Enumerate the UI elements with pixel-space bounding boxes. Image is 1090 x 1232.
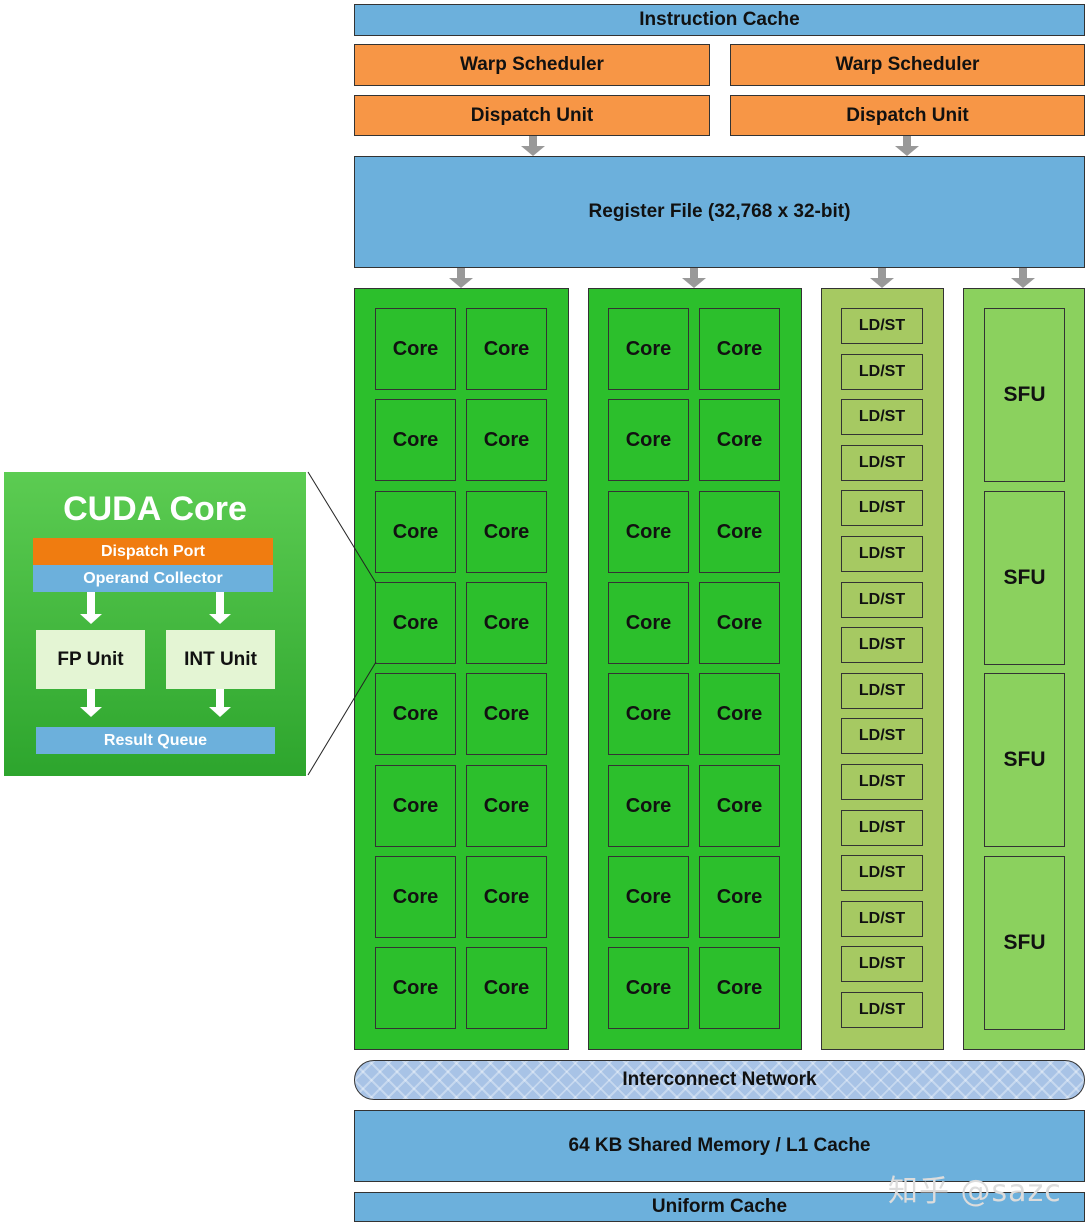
- dispatch-port: Dispatch Port: [33, 538, 273, 565]
- down-arrow-icon: [682, 278, 706, 288]
- watermark: 知乎 @sazc: [888, 1174, 1062, 1209]
- core-unit: Core: [375, 308, 456, 390]
- ldst-unit: LD/ST: [841, 627, 923, 663]
- ldst-unit: LD/ST: [841, 582, 923, 618]
- core-unit: Core: [466, 673, 547, 755]
- ldst-unit: LD/ST: [841, 536, 923, 572]
- core-unit: Core: [608, 491, 689, 573]
- core-unit: Core: [699, 673, 780, 755]
- ldst-unit: LD/ST: [841, 946, 923, 982]
- operand-collector: Operand Collector: [33, 565, 273, 592]
- arrow-stem: [690, 268, 698, 278]
- ldst-unit: LD/ST: [841, 992, 923, 1028]
- fp-unit: FP Unit: [36, 630, 145, 689]
- sfu-unit: SFU: [984, 856, 1065, 1030]
- core-unit: Core: [375, 765, 456, 847]
- ldst-unit: LD/ST: [841, 764, 923, 800]
- arrow-stem: [87, 689, 95, 707]
- core-unit: Core: [466, 856, 547, 938]
- arrow-stem: [216, 592, 224, 614]
- core-unit: Core: [699, 856, 780, 938]
- core-unit: Core: [608, 856, 689, 938]
- warp-scheduler-right: Warp Scheduler: [730, 44, 1085, 86]
- arrow-stem: [457, 268, 465, 278]
- core-unit: Core: [608, 582, 689, 664]
- ldst-unit: LD/ST: [841, 673, 923, 709]
- sfu-unit: SFU: [984, 673, 1065, 847]
- core-unit: Core: [375, 582, 456, 664]
- ldst-unit: LD/ST: [841, 308, 923, 344]
- core-unit: Core: [466, 491, 547, 573]
- ldst-unit: LD/ST: [841, 354, 923, 390]
- instruction-cache: Instruction Cache: [354, 4, 1085, 36]
- down-arrow-icon: [1011, 278, 1035, 288]
- arrow-stem: [903, 136, 911, 146]
- interconnect-network: Interconnect Network: [354, 1060, 1085, 1100]
- core-unit: Core: [375, 673, 456, 755]
- ldst-unit: LD/ST: [841, 901, 923, 937]
- down-arrow-icon: [895, 146, 919, 156]
- core-unit: Core: [466, 947, 547, 1029]
- core-unit: Core: [466, 765, 547, 847]
- down-arrow-icon: [80, 614, 102, 624]
- core-unit: Core: [608, 308, 689, 390]
- down-arrow-icon: [209, 614, 231, 624]
- down-arrow-icon: [449, 278, 473, 288]
- down-arrow-icon: [870, 278, 894, 288]
- dispatch-unit-left: Dispatch Unit: [354, 95, 710, 136]
- core-unit: Core: [466, 399, 547, 481]
- core-unit: Core: [375, 856, 456, 938]
- core-unit: Core: [699, 765, 780, 847]
- warp-scheduler-left: Warp Scheduler: [354, 44, 710, 86]
- core-unit: Core: [375, 947, 456, 1029]
- core-unit: Core: [608, 399, 689, 481]
- uniform-cache: Uniform Cache: [354, 1192, 1085, 1222]
- arrow-stem: [216, 689, 224, 707]
- core-unit: Core: [699, 399, 780, 481]
- ldst-unit: LD/ST: [841, 445, 923, 481]
- core-unit: Core: [608, 673, 689, 755]
- down-arrow-icon: [209, 707, 231, 717]
- ldst-unit: LD/ST: [841, 855, 923, 891]
- dispatch-unit-right: Dispatch Unit: [730, 95, 1085, 136]
- core-unit: Core: [608, 947, 689, 1029]
- arrow-stem: [1019, 268, 1027, 278]
- shared-memory-l1-cache: 64 KB Shared Memory / L1 Cache: [354, 1110, 1085, 1182]
- core-unit: Core: [466, 308, 547, 390]
- core-unit: Core: [466, 582, 547, 664]
- register-file: Register File (32,768 x 32-bit): [354, 156, 1085, 268]
- ldst-unit: LD/ST: [841, 810, 923, 846]
- cuda-core-panel: [4, 472, 306, 776]
- arrow-stem: [878, 268, 886, 278]
- core-unit: Core: [375, 399, 456, 481]
- sfu-unit: SFU: [984, 308, 1065, 482]
- ldst-unit: LD/ST: [841, 718, 923, 754]
- int-unit: INT Unit: [166, 630, 275, 689]
- arrow-stem: [87, 592, 95, 614]
- core-unit: Core: [699, 582, 780, 664]
- down-arrow-icon: [80, 707, 102, 717]
- core-unit: Core: [608, 765, 689, 847]
- down-arrow-icon: [521, 146, 545, 156]
- core-unit: Core: [699, 947, 780, 1029]
- core-unit: Core: [699, 308, 780, 390]
- core-unit: Core: [699, 491, 780, 573]
- sfu-unit: SFU: [984, 491, 1065, 665]
- core-unit: Core: [375, 491, 456, 573]
- arrow-stem: [529, 136, 537, 146]
- ldst-unit: LD/ST: [841, 399, 923, 435]
- result-queue: Result Queue: [36, 727, 275, 754]
- ldst-unit: LD/ST: [841, 490, 923, 526]
- cuda-core-title: CUDA Core: [63, 490, 247, 528]
